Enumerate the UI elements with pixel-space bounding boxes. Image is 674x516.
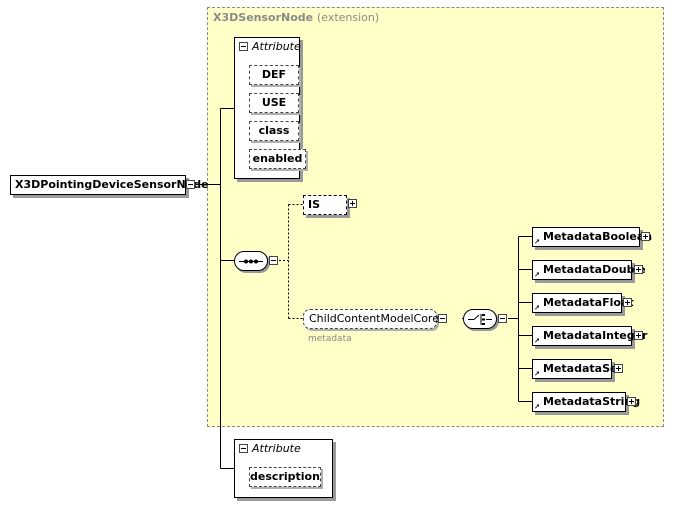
expand-icon[interactable] (641, 232, 650, 241)
reference-arrow-icon: ↗ (534, 271, 540, 279)
reference-arrow-icon: ↗ (534, 403, 540, 411)
reference-arrow-icon: ↗ (534, 370, 540, 378)
sequence-icon (239, 259, 263, 264)
attribute-description[interactable]: description (249, 467, 321, 487)
attribute-header-label: Attribute (252, 442, 301, 455)
collapse-icon[interactable] (239, 42, 248, 51)
metadata-float-element[interactable]: ↗ MetadataFloat (532, 293, 634, 313)
root-element[interactable]: X3DPointingDeviceSensorNode (10, 175, 209, 195)
attribute-label: USE (261, 96, 287, 109)
metadata-double-element[interactable]: ↗ MetadataDouble (532, 260, 646, 280)
child-content-label: ChildContentModelCore (309, 312, 439, 325)
attribute-label: enabled (252, 152, 303, 165)
reference-arrow-icon: ↗ (534, 238, 540, 246)
attribute-label: description (250, 470, 320, 483)
attribute-class[interactable]: class (249, 121, 299, 141)
extension-title: X3DSensorNode (extension) (213, 11, 379, 24)
sequence-compositor[interactable] (234, 251, 268, 271)
extension-name: X3DSensorNode (213, 11, 314, 24)
child-content-model-core[interactable]: ChildContentModelCore (303, 309, 439, 329)
attribute-label: class (258, 124, 290, 137)
extension-suffix: (extension) (316, 11, 380, 24)
expand-icon[interactable] (348, 199, 357, 208)
metadata-element-label: MetadataSet (543, 362, 623, 375)
collapse-icon[interactable] (438, 314, 447, 323)
metadata-set-element[interactable]: ↗ MetadataSet (532, 359, 623, 379)
metadata-string-element[interactable]: ↗ MetadataString (532, 392, 640, 412)
metadata-element-label: MetadataString (543, 395, 641, 408)
attribute-header-label: Attribute (252, 40, 301, 53)
child-content-sublabel: metadata (308, 334, 352, 344)
expand-icon[interactable] (627, 397, 636, 406)
attribute-enabled[interactable]: enabled (249, 149, 306, 169)
collapse-icon[interactable] (186, 180, 195, 189)
expand-icon[interactable] (623, 298, 632, 307)
collapse-icon[interactable] (239, 444, 248, 453)
attribute-group-top-header[interactable]: Attribute (235, 38, 301, 55)
reference-arrow-icon: ↗ (534, 337, 540, 345)
collapse-icon[interactable] (498, 314, 507, 323)
is-element-label: IS (308, 198, 321, 211)
metadata-boolean-element[interactable]: ↗ MetadataBoolean (532, 227, 652, 247)
metadata-element-label: MetadataDouble (543, 263, 646, 276)
metadata-element-label: MetadataBoolean (543, 230, 653, 243)
metadata-integer-element[interactable]: ↗ MetadataInteger (532, 326, 647, 346)
root-element-label: X3DPointingDeviceSensorNode (15, 178, 209, 191)
choice-compositor[interactable] (463, 309, 497, 329)
attribute-def[interactable]: DEF (249, 65, 299, 85)
expand-icon[interactable] (614, 364, 623, 373)
metadata-element-label: MetadataFloat (543, 296, 634, 309)
expand-icon[interactable] (634, 265, 643, 274)
metadata-element-label: MetadataInteger (543, 329, 648, 342)
attribute-use[interactable]: USE (249, 93, 299, 113)
attribute-group-bottom-header[interactable]: Attribute (235, 440, 332, 457)
collapse-icon[interactable] (269, 256, 278, 265)
reference-arrow-icon: ↗ (534, 304, 540, 312)
choice-icon (468, 314, 492, 325)
is-element[interactable]: IS (303, 195, 347, 215)
attribute-label: DEF (261, 68, 287, 81)
expand-icon[interactable] (634, 331, 643, 340)
